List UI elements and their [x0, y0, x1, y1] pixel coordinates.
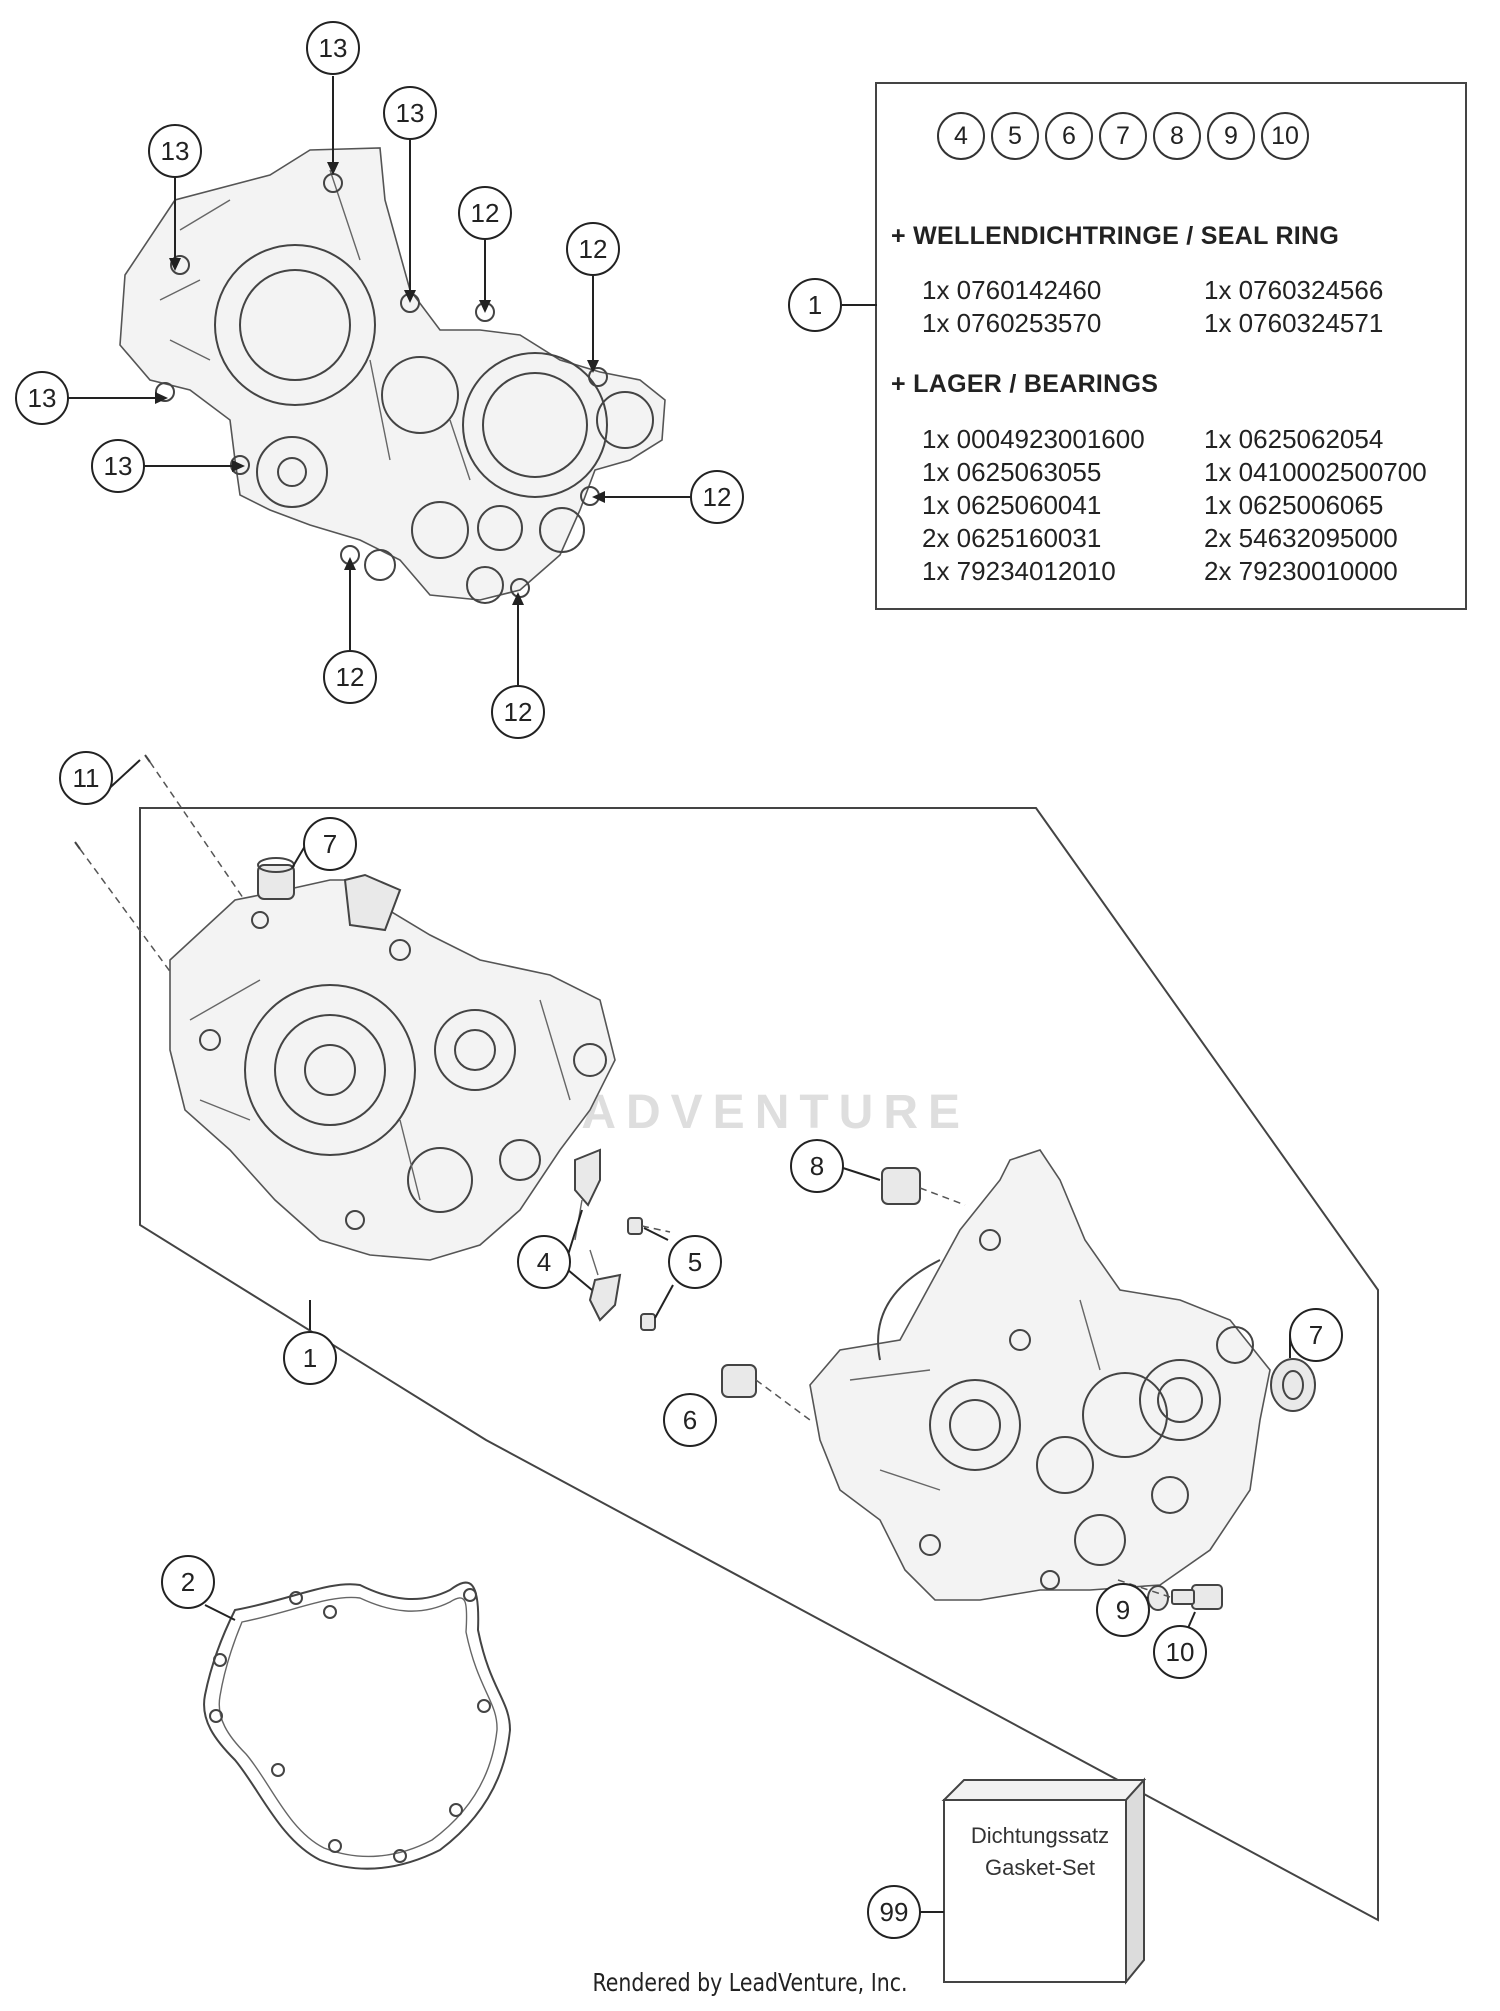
svg-text:13: 13	[319, 33, 348, 63]
bearing-item: 1x 0625062054	[1204, 424, 1384, 454]
svg-text:12: 12	[504, 697, 533, 727]
bearing-item: 2x 0625160031	[922, 523, 1102, 553]
bushing-7-left	[257, 857, 295, 900]
svg-text:8: 8	[810, 1151, 824, 1181]
svg-text:12: 12	[336, 662, 365, 692]
left-crankcase-half	[169, 873, 616, 1261]
callout-12-d: 12	[323, 557, 377, 704]
svg-text:11: 11	[73, 763, 100, 793]
seal-ring-7-right	[1270, 1358, 1316, 1412]
callout-13-e: 13	[91, 439, 245, 493]
bearing-item: 1x 0004923001600	[922, 424, 1145, 454]
bearing-item: 1x 0625006065	[1204, 490, 1384, 520]
svg-text:13: 13	[28, 383, 57, 413]
svg-text:7: 7	[1309, 1320, 1323, 1350]
callout-13-c: 13	[383, 86, 437, 303]
badge-9: 9	[1207, 112, 1255, 160]
callout-5: 5	[643, 1227, 722, 1319]
callout-8: 8	[790, 1139, 881, 1193]
svg-text:12: 12	[471, 198, 500, 228]
holder-plates	[574, 1148, 622, 1322]
callout-12-c: 12	[592, 470, 744, 524]
callout-1-assembly: 1	[283, 1300, 337, 1385]
callout-10: 10	[1153, 1611, 1207, 1679]
callout-13-d: 13	[15, 371, 168, 425]
gasket-set-line2: Gasket-Set	[984, 1855, 1096, 1880]
gasket-set-line1: Dichtungssatz	[970, 1823, 1110, 1848]
part-number-badges: 4 5 6 7 8 9 10	[937, 112, 1309, 160]
callout-7-left: 7	[291, 817, 357, 871]
bushing-6	[721, 1364, 811, 1421]
badge-7: 7	[1099, 112, 1147, 160]
seal-ring-item: 1x 0760324571	[1204, 308, 1384, 338]
callout-9: 9	[1096, 1583, 1150, 1637]
svg-text:7: 7	[323, 829, 337, 859]
callout-12-b: 12	[566, 222, 620, 373]
bearings-list: 1x 0004923001600 1x 0625062054 1x 062506…	[922, 423, 1464, 588]
svg-text:5: 5	[688, 1247, 702, 1277]
svg-text:13: 13	[161, 136, 190, 166]
svg-text:12: 12	[703, 482, 732, 512]
bearing-item: 1x 0625060041	[922, 490, 1102, 520]
washer-9	[1147, 1585, 1169, 1611]
svg-text:4: 4	[537, 1247, 551, 1277]
gasket-set-box	[941, 1777, 1147, 1985]
bearing-item: 1x 0410002500700	[1204, 457, 1427, 487]
svg-text:1: 1	[808, 290, 822, 320]
callout-12-e: 12	[491, 592, 545, 739]
bearing-item: 1x 0625063055	[922, 457, 1102, 487]
seal-ring-list: 1x 0760142460 1x 0760324566 1x 076025357…	[922, 274, 1464, 340]
svg-text:13: 13	[104, 451, 133, 481]
bearing-item: 2x 79230010000	[1204, 556, 1398, 586]
seal-ring-item: 1x 0760142460	[922, 275, 1102, 305]
exploded-view-frame	[139, 807, 1379, 1922]
gasket-set-label: Dichtungssatz Gasket-Set	[940, 1820, 1140, 1884]
bearings-title: + LAGER / BEARINGS	[891, 370, 1159, 398]
bearing-item: 2x 54632095000	[1204, 523, 1398, 553]
crankcase-top-view	[119, 147, 666, 604]
callout-2: 2	[161, 1555, 236, 1621]
callout-7-right: 7	[1289, 1308, 1343, 1362]
seal-ring-item: 1x 0760324566	[1204, 275, 1384, 305]
svg-text:99: 99	[880, 1897, 909, 1927]
badge-6: 6	[1045, 112, 1093, 160]
svg-text:9: 9	[1116, 1595, 1130, 1625]
callout-11: 11	[59, 751, 141, 805]
svg-text:1: 1	[303, 1343, 317, 1373]
svg-text:12: 12	[579, 234, 608, 264]
svg-text:13: 13	[396, 98, 425, 128]
badge-10: 10	[1261, 112, 1309, 160]
callout-12-a: 12	[458, 186, 512, 313]
right-crankcase-half	[809, 1149, 1271, 1601]
callout-6: 6	[663, 1393, 717, 1447]
parts-info-box: 4 5 6 7 8 9 10 + WELLENDICHTRINGE / SEAL…	[875, 82, 1467, 610]
svg-text:2: 2	[181, 1567, 195, 1597]
callout-13-a: 13	[306, 21, 360, 175]
callout-1-parts-box: 1	[788, 278, 877, 332]
bearing-item: 1x 79234012010	[922, 556, 1116, 586]
svg-text:10: 10	[1166, 1637, 1195, 1667]
seal-ring-item: 1x 0760253570	[922, 308, 1102, 338]
screws	[627, 1217, 671, 1331]
callout-99: 99	[867, 1885, 944, 1939]
badge-8: 8	[1153, 112, 1201, 160]
callout-4: 4	[517, 1209, 593, 1291]
gasket-2	[203, 1581, 512, 1870]
plug-10	[1171, 1584, 1223, 1610]
bushing-8	[881, 1167, 966, 1206]
seal-ring-title: + WELLENDICHTRINGE / SEAL RING	[891, 222, 1340, 250]
badge-4: 4	[937, 112, 985, 160]
badge-5: 5	[991, 112, 1039, 160]
render-credit: Rendered by LeadVenture, Inc.	[592, 1968, 908, 1997]
callout-13-b: 13	[148, 124, 202, 271]
svg-text:6: 6	[683, 1405, 697, 1435]
